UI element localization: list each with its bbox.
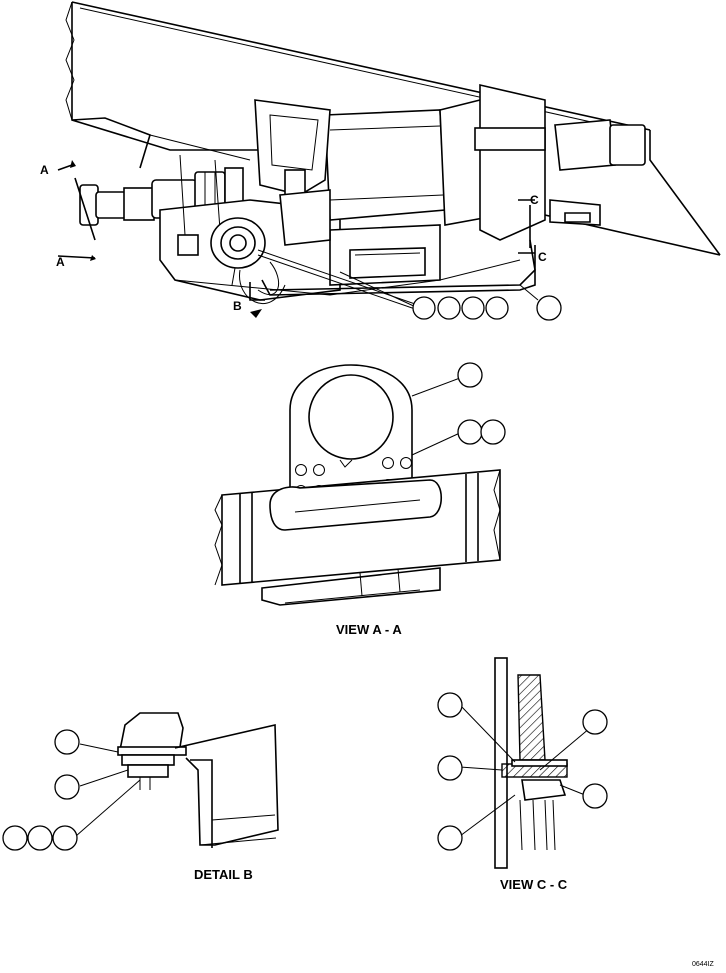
section-label-c-upper: C <box>530 193 539 207</box>
section-label-a-upper: A <box>40 163 49 177</box>
callout-circle <box>437 692 463 718</box>
section-c-marker <box>518 199 535 254</box>
leader-lines <box>257 249 539 311</box>
callout-circle <box>54 774 80 800</box>
section-a-marker <box>57 160 96 261</box>
view-c-c: VIEW C - C <box>437 657 608 892</box>
callout-circle <box>457 419 483 445</box>
callout-circle <box>412 296 436 320</box>
section-label-c-lower: C <box>538 250 547 264</box>
callout-circle <box>582 783 608 809</box>
hose-line <box>249 245 536 301</box>
callout-circle <box>437 825 463 851</box>
callout-circle <box>480 419 506 445</box>
pulley <box>177 217 266 269</box>
power-unit <box>324 83 646 241</box>
callout-circle <box>582 709 608 735</box>
callout-circle <box>437 755 463 781</box>
callout-circle <box>461 296 485 320</box>
drawing-tag: 0644IZ <box>692 961 715 968</box>
callout-circle <box>27 825 53 851</box>
view-a-title: VIEW A - A <box>336 622 402 637</box>
mounting-bracket <box>179 99 331 246</box>
detail-b: DETAIL B <box>2 712 279 882</box>
vertical-plate <box>494 657 508 869</box>
bracket-block <box>119 712 184 751</box>
main-assembly-view: A A B C C <box>40 1 721 321</box>
detail-b-marker <box>231 267 286 318</box>
view-a-a: VIEW A - A <box>214 362 506 637</box>
section-label-a-lower: A <box>56 255 65 269</box>
detail-label-b: B <box>233 299 242 313</box>
callout-circle <box>457 362 483 388</box>
callout-circle <box>52 825 78 851</box>
callout-circle <box>437 296 461 320</box>
callout-circle <box>54 729 80 755</box>
callout-circle <box>2 825 28 851</box>
callout-group-main <box>412 295 562 321</box>
callout-circle <box>536 295 562 321</box>
view-c-title: VIEW C - C <box>500 877 568 892</box>
callout-circle <box>485 296 509 320</box>
detail-b-title: DETAIL B <box>194 867 253 882</box>
